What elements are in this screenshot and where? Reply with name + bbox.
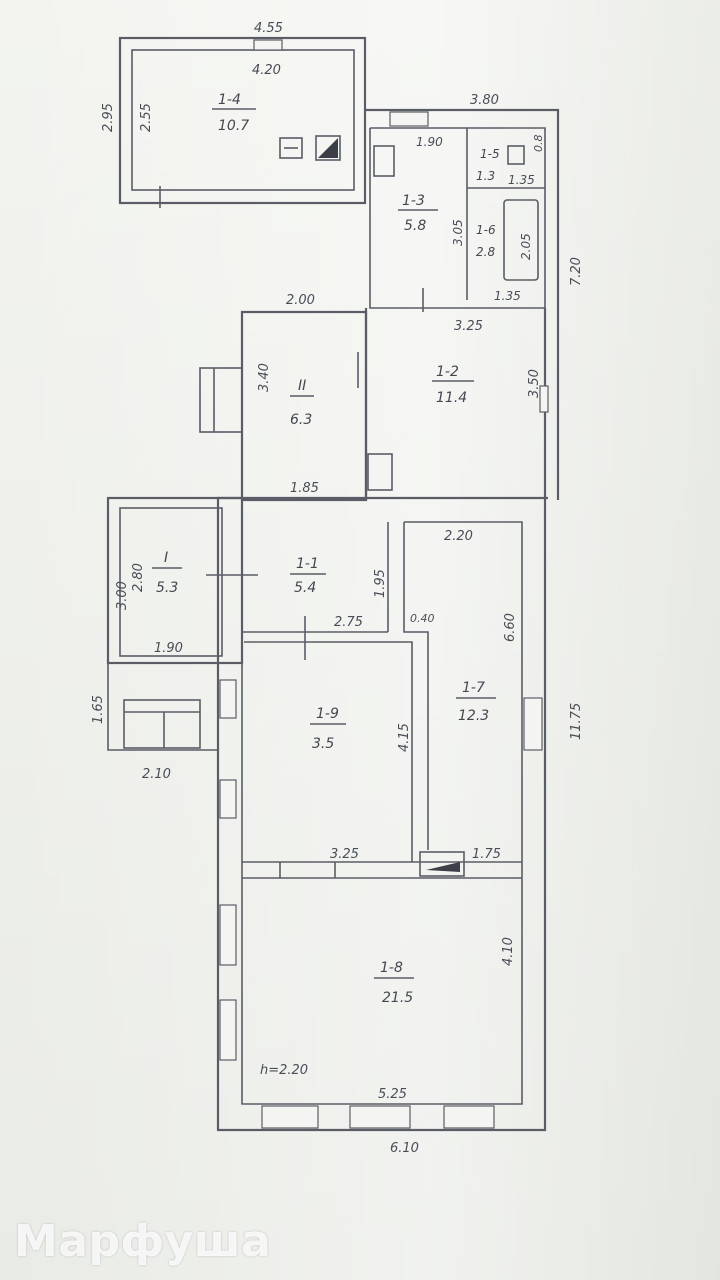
dim-corridor-left: 3.40	[257, 363, 272, 392]
room-1-8-id: 1-8	[380, 960, 403, 976]
watermark-logo: Марфуша	[14, 1216, 272, 1267]
main-walls	[216, 496, 547, 1132]
room-1-5-area: 1.3	[476, 169, 495, 183]
annex-walls	[118, 36, 367, 208]
room-1-7-id: 1-7	[462, 680, 485, 696]
dim-right-top: 7.20	[569, 257, 584, 286]
room-I-area: 5.3	[156, 580, 178, 596]
dim-porch-bottom: 1.90	[154, 641, 183, 656]
room-1-8-area: 21.5	[382, 990, 413, 1006]
room-1-5-id: 1-5	[480, 147, 500, 161]
room-1-2-id: 1-2	[436, 364, 459, 380]
dim-corridor-top: 2.00	[286, 293, 315, 308]
dim-right-full: 11.75	[569, 703, 584, 740]
dim-left-inner-top: 2.55	[139, 103, 154, 132]
room-1-9-id: 1-9	[316, 706, 339, 722]
dim-top-outer: 4.55	[254, 21, 283, 36]
room-I-id: I	[164, 550, 168, 566]
dim-corridor-bottom: 1.85	[290, 481, 319, 496]
porch-walls	[106, 496, 258, 751]
stove-icon	[279, 135, 341, 161]
dim-bath-d: 3.05	[451, 219, 465, 246]
dim-bath-width: 3.80	[470, 93, 499, 108]
room-1-7-area: 12.3	[458, 708, 489, 724]
middle-walls	[199, 308, 549, 502]
room-1-6-id: 1-6	[476, 223, 496, 237]
room-1-3-id: 1-3	[402, 193, 425, 209]
bath-block-walls	[365, 108, 560, 500]
dim-room7-right: 6.60	[503, 613, 518, 642]
dim-height-note: h=2.20	[260, 1063, 308, 1078]
dim-bath-e: 2.05	[519, 233, 533, 260]
dimension-labels: 4.55 4.20 2.95 2.55 3.80 1.90 0.8 1.35 3…	[91, 21, 584, 1156]
dim-hall-right: 1.95	[373, 569, 388, 598]
dim-hall-bottom: 2.75	[334, 615, 363, 630]
dim-room9-bottom: 3.25	[330, 847, 359, 862]
dim-room7-top: 2.20	[444, 529, 473, 544]
dim-steps-width: 2.10	[142, 767, 171, 782]
dim-top-inner: 4.20	[252, 63, 281, 78]
dim-kitchen-top: 3.25	[454, 319, 483, 334]
dim-room8-bottom: 5.25	[378, 1087, 407, 1102]
room-1-9-area: 3.5	[312, 736, 334, 752]
room-II-id: II	[298, 378, 306, 394]
dim-room7-bottom: 1.75	[472, 847, 501, 862]
dim-left-outer-top: 2.95	[101, 103, 116, 132]
dim-kitchen-right: 3.50	[527, 369, 542, 398]
room-1-2-area: 11.4	[436, 390, 467, 406]
dim-bath-b: 0.8	[532, 135, 545, 153]
dim-steps-height: 1.65	[91, 695, 106, 724]
dim-bath-f: 1.35	[494, 289, 521, 303]
room-II-area: 6.3	[290, 412, 312, 428]
dim-bath-a: 1.90	[416, 135, 443, 149]
room-1-4-area: 10.7	[218, 118, 249, 134]
room-1-1-area: 5.4	[294, 580, 316, 596]
dim-room9-right: 4.15	[397, 723, 412, 752]
dim-total-bottom: 6.10	[390, 1141, 419, 1156]
room-1-3-area: 5.8	[404, 218, 426, 234]
room-1-4-id: 1-4	[218, 92, 241, 108]
dim-wall-gap: 0.40	[410, 612, 435, 625]
dim-porch-left-outer: 3.00	[115, 581, 130, 610]
dim-bath-c: 1.35	[508, 173, 535, 187]
dim-room8-right: 4.10	[501, 937, 516, 966]
room-1-6-area: 2.8	[476, 245, 495, 259]
room-labels: 1-4 10.7 1-5 1.3 1-3 5.8 1-6 2.8 1-2 11.…	[152, 92, 500, 1006]
room-1-1-id: 1-1	[296, 556, 319, 572]
dim-porch-left-inner: 2.80	[131, 563, 146, 592]
